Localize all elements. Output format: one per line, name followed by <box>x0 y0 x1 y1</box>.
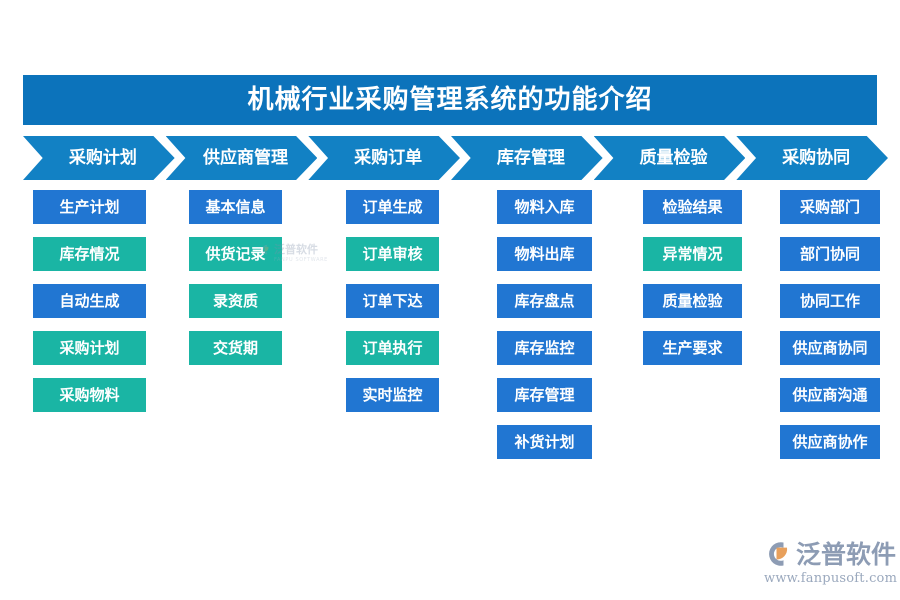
function-column-2: 基本信息供货记录录资质交货期 <box>189 190 282 378</box>
function-node-label: 物料入库 <box>514 197 575 216</box>
function-column-4: 物料入库物料出库库存盘点库存监控库存管理补货计划 <box>497 190 592 472</box>
function-node[interactable]: 库存情况 <box>33 237 146 271</box>
function-node-label: 供应商沟通 <box>792 385 868 404</box>
function-node-label: 订单审核 <box>362 244 423 263</box>
function-node[interactable]: 库存管理 <box>497 378 592 412</box>
process-step-6[interactable]: 采购协同 <box>736 136 888 180</box>
fanpu-logo: 泛普软件 www.fanpusoft.com <box>762 538 898 588</box>
function-node-label: 检验结果 <box>662 197 723 216</box>
function-node-label: 补货计划 <box>514 432 575 451</box>
function-node[interactable]: 基本信息 <box>189 190 282 224</box>
function-node[interactable]: 物料入库 <box>497 190 592 224</box>
function-node-label: 异常情况 <box>662 244 723 263</box>
function-node[interactable]: 订单执行 <box>346 331 439 365</box>
function-node-label: 采购部门 <box>799 197 860 216</box>
function-node[interactable]: 供应商沟通 <box>780 378 880 412</box>
process-step-label: 采购计划 <box>68 147 137 168</box>
process-step-3[interactable]: 采购订单 <box>308 136 460 180</box>
function-node-label: 订单生成 <box>362 197 423 216</box>
function-node[interactable]: 供货记录 <box>189 237 282 271</box>
function-node[interactable]: 部门协同 <box>780 237 880 271</box>
function-node-label: 物料出库 <box>514 244 575 263</box>
function-node[interactable]: 采购计划 <box>33 331 146 365</box>
function-node-label: 供货记录 <box>205 244 266 263</box>
function-node[interactable]: 质量检验 <box>643 284 742 318</box>
function-node-label: 质量检验 <box>662 291 723 310</box>
process-chevron-row: 采购计划 供应商管理 采购订单 库存管理 质量检验 采购协同 <box>23 136 888 180</box>
function-column-1: 生产计划库存情况自动生成采购计划采购物料 <box>33 190 146 425</box>
function-node-label: 订单下达 <box>362 291 423 310</box>
process-step-5[interactable]: 质量检验 <box>593 136 746 180</box>
function-column-3: 订单生成订单审核订单下达订单执行实时监控 <box>346 190 439 425</box>
process-step-label: 采购协同 <box>782 147 851 168</box>
function-node[interactable]: 采购部门 <box>780 190 880 224</box>
process-step-2[interactable]: 供应商管理 <box>165 136 318 180</box>
function-node[interactable]: 录资质 <box>189 284 282 318</box>
function-node[interactable]: 协同工作 <box>780 284 880 318</box>
process-step-label: 库存管理 <box>496 147 565 168</box>
function-node[interactable]: 供应商协同 <box>780 331 880 365</box>
function-node-label: 生产计划 <box>59 197 120 216</box>
function-node-label: 交货期 <box>212 338 258 357</box>
function-node-label: 采购计划 <box>59 338 120 357</box>
function-node-label: 部门协同 <box>799 244 860 263</box>
function-node-label: 自动生成 <box>59 291 120 310</box>
function-node-label: 采购物料 <box>59 385 120 404</box>
function-node[interactable]: 订单审核 <box>346 237 439 271</box>
function-node[interactable]: 供应商协作 <box>780 425 880 459</box>
function-node-label: 基本信息 <box>205 197 266 216</box>
process-step-label: 采购订单 <box>354 147 423 168</box>
function-node[interactable]: 异常情况 <box>643 237 742 271</box>
function-column-6: 采购部门部门协同协同工作供应商协同供应商沟通供应商协作 <box>780 190 880 472</box>
page-title: 机械行业采购管理系统的功能介绍 <box>247 85 653 115</box>
function-node[interactable]: 物料出库 <box>497 237 592 271</box>
function-node[interactable]: 补货计划 <box>497 425 592 459</box>
function-node[interactable]: 库存监控 <box>497 331 592 365</box>
function-node-label: 库存情况 <box>59 244 120 263</box>
logo-url: www.fanpusoft.com <box>764 571 898 586</box>
function-node-label: 库存盘点 <box>514 291 575 310</box>
function-node-label: 协同工作 <box>799 291 860 310</box>
function-node-label: 库存管理 <box>514 385 575 404</box>
function-node[interactable]: 采购物料 <box>33 378 146 412</box>
function-node-label: 订单执行 <box>362 338 423 357</box>
function-node[interactable]: 实时监控 <box>346 378 439 412</box>
process-step-1[interactable]: 采购计划 <box>23 136 175 180</box>
fanpu-swoosh-icon <box>762 539 792 569</box>
function-column-5: 检验结果异常情况质量检验生产要求 <box>643 190 742 378</box>
logo-top-row: 泛普软件 <box>762 538 896 570</box>
title-banner: 机械行业采购管理系统的功能介绍 <box>23 75 877 125</box>
function-node[interactable]: 订单生成 <box>346 190 439 224</box>
logo-wordmark: 泛普软件 <box>796 539 897 569</box>
function-node-label: 录资质 <box>212 291 258 310</box>
function-columns: 生产计划库存情况自动生成采购计划采购物料基本信息供货记录录资质交货期订单生成订单… <box>23 190 880 480</box>
function-node-label: 供应商协同 <box>792 338 868 357</box>
function-node-label: 实时监控 <box>362 385 423 404</box>
function-node[interactable]: 自动生成 <box>33 284 146 318</box>
function-node[interactable]: 检验结果 <box>643 190 742 224</box>
function-node-label: 供应商协作 <box>792 432 868 451</box>
function-node[interactable]: 生产要求 <box>643 331 742 365</box>
function-node[interactable]: 库存盘点 <box>497 284 592 318</box>
function-node-label: 库存监控 <box>514 338 575 357</box>
function-node[interactable]: 生产计划 <box>33 190 146 224</box>
function-node-label: 生产要求 <box>662 338 723 357</box>
process-step-label: 供应商管理 <box>202 147 288 168</box>
process-step-label: 质量检验 <box>639 147 708 168</box>
function-node[interactable]: 交货期 <box>189 331 282 365</box>
process-step-4[interactable]: 库存管理 <box>451 136 603 180</box>
function-node[interactable]: 订单下达 <box>346 284 439 318</box>
